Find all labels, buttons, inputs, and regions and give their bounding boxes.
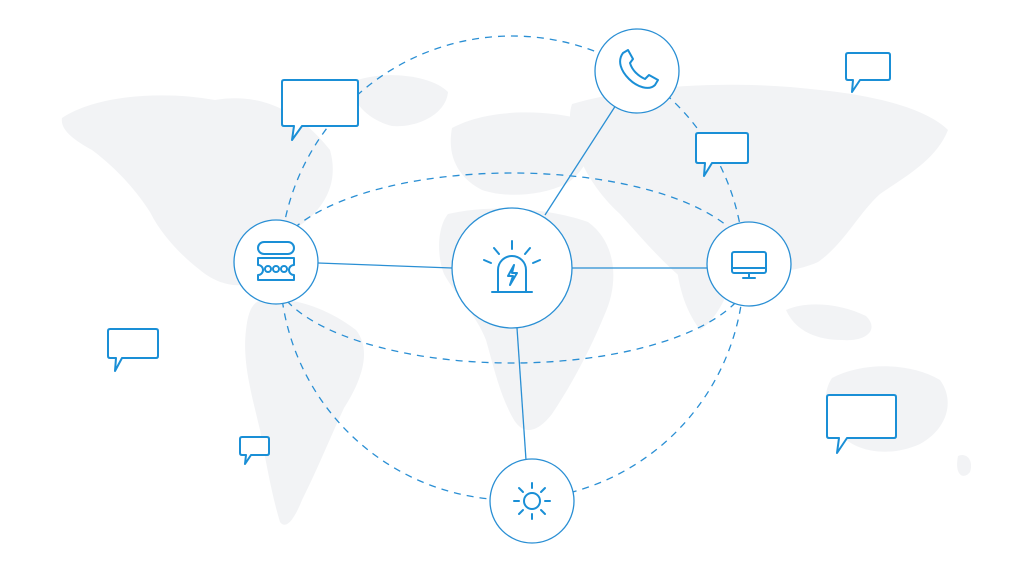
map-greenland [351,75,448,127]
node-sun-circle [489,458,575,544]
speech-bubble [107,328,159,372]
link-to-sun-node [516,327,527,461]
node-phone-circle [594,28,680,114]
speech-bubble [239,436,270,465]
map-europe [450,112,592,195]
map-new-zealand [957,454,972,476]
node-monitor [706,221,792,307]
speech-bubble [826,394,897,454]
node-ticket [233,219,319,305]
map-asia [569,84,948,295]
node-sun [489,458,575,544]
connectors [317,104,707,461]
siren-alarm-icon [483,240,541,293]
node-phone [594,28,680,114]
node-ticket-circle [233,219,319,305]
speech-bubble [695,132,749,177]
link-to-phone-node [544,104,617,216]
link-to-ticket-node [317,262,453,269]
speech-bubbles [107,52,897,465]
map-southeast-asia [786,304,872,341]
speech-bubble [281,79,359,141]
node-monitor-circle [706,221,792,307]
node-alarm-hub [451,207,573,329]
ticket-icon [257,241,295,281]
sun-icon [513,482,551,520]
monitor-icon [731,251,767,279]
speech-bubble [845,52,891,93]
phone-icon [619,49,659,89]
map-south-america [245,299,365,525]
